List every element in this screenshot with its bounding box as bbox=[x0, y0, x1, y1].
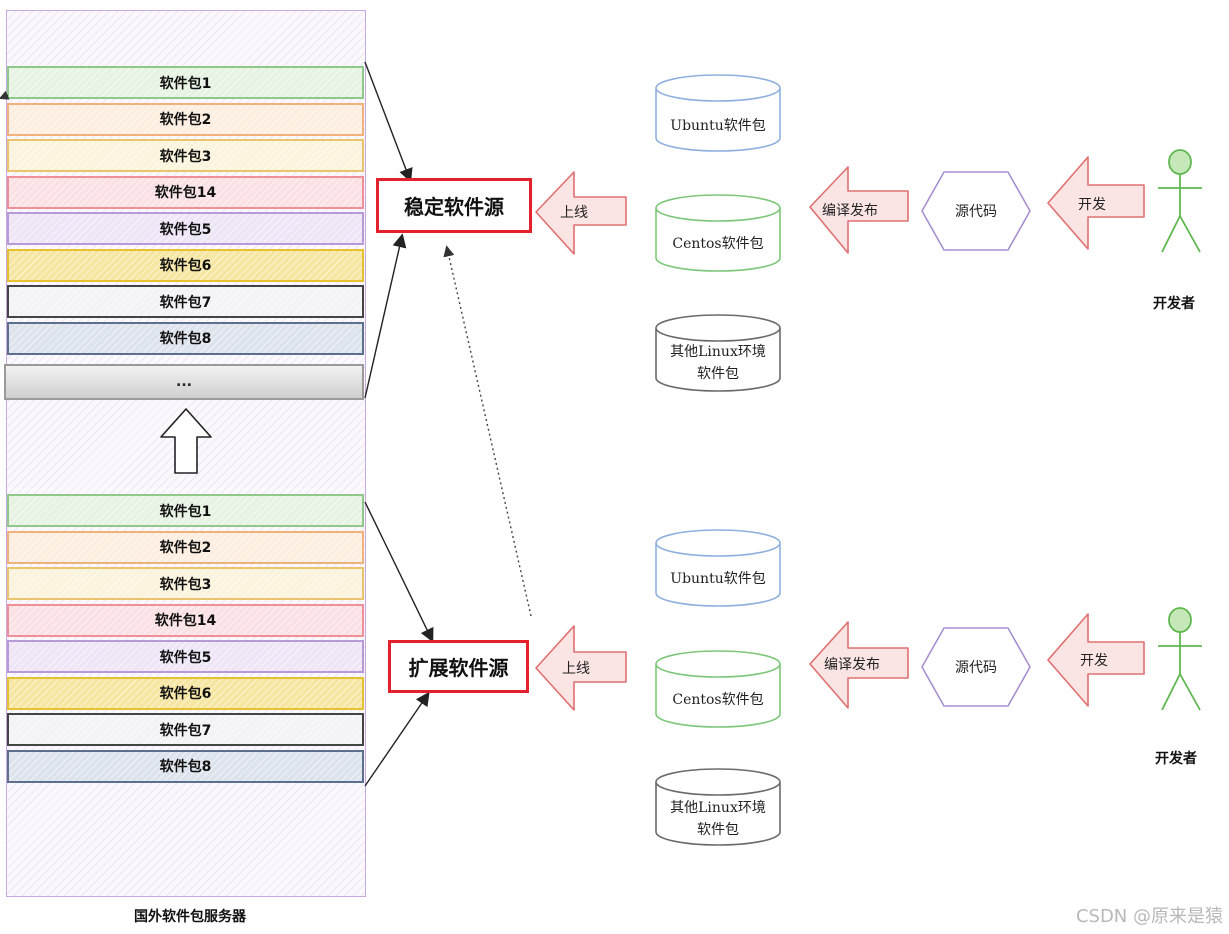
develop-label-top: 开发 bbox=[1078, 197, 1106, 213]
package-label: 软件包6 bbox=[159, 258, 212, 274]
other-linux-label-bottom-1: 其他Linux环境 bbox=[670, 800, 766, 816]
package-label: 软件包8 bbox=[159, 759, 212, 775]
package-label: 软件包14 bbox=[154, 185, 217, 201]
package-label: 软件包8 bbox=[159, 331, 212, 347]
package-label: 软件包5 bbox=[159, 221, 212, 238]
publish-label-top: 上线 bbox=[560, 205, 588, 221]
more-packages: ... bbox=[4, 364, 364, 400]
stable-source-box: 稳定软件源 bbox=[376, 178, 532, 233]
package-label: 软件包1 bbox=[159, 75, 212, 92]
other-linux-label-bottom-2: 软件包 bbox=[697, 822, 739, 838]
develop-arrow-top bbox=[1047, 156, 1145, 250]
source-code-hex-bottom bbox=[921, 627, 1031, 707]
package-item: 软件包7 bbox=[7, 285, 364, 318]
server-title: 国外软件包服务器 bbox=[134, 909, 246, 925]
ubuntu-package-cylinder-top: Ubuntu软件包 bbox=[652, 72, 784, 154]
package-label: 软件包7 bbox=[159, 294, 212, 311]
package-item: 软件包3 bbox=[7, 139, 364, 172]
extended-source-box: 扩展软件源 bbox=[388, 640, 529, 693]
publish-arrow-top bbox=[535, 171, 627, 255]
compile-arrow-top bbox=[809, 166, 909, 254]
package-label: 软件包1 bbox=[159, 503, 212, 520]
other-linux-cylinder-bottom: 其他Linux环境 软件包 bbox=[652, 766, 784, 848]
other-linux-cylinder-top: 其他Linux环境 软件包 bbox=[652, 312, 784, 394]
stable-source-label: 稳定软件源 bbox=[404, 195, 504, 219]
package-label: 软件包6 bbox=[159, 686, 212, 702]
source-code-hex-top bbox=[921, 171, 1031, 251]
package-item: 软件包3 bbox=[7, 567, 364, 600]
package-label: 软件包3 bbox=[159, 576, 212, 593]
up-arrow-icon bbox=[160, 408, 212, 474]
other-linux-label-top-2: 软件包 bbox=[697, 366, 739, 382]
centos-package-cylinder-top: Centos软件包 bbox=[652, 192, 784, 274]
package-item: 软件包8 bbox=[7, 749, 364, 783]
package-label: 软件包2 bbox=[159, 112, 212, 128]
package-item: 软件包2 bbox=[7, 102, 364, 136]
package-label: 软件包14 bbox=[154, 613, 217, 629]
package-label: 软件包7 bbox=[159, 722, 212, 739]
package-item: 软件包1 bbox=[7, 66, 364, 99]
source-code-label-top: 源代码 bbox=[955, 204, 997, 220]
watermark: CSDN @原来是猿 bbox=[1075, 906, 1223, 927]
package-label: 软件包3 bbox=[159, 148, 212, 165]
package-item: 软件包8 bbox=[7, 321, 364, 355]
ubuntu-package-cylinder-bottom: Ubuntu软件包 bbox=[652, 527, 784, 609]
package-label: 软件包2 bbox=[159, 540, 212, 556]
developer-label-bottom: 开发者 bbox=[1155, 751, 1197, 767]
ubuntu-label-top: Ubuntu软件包 bbox=[670, 118, 766, 134]
developer-label-top: 开发者 bbox=[1153, 296, 1195, 312]
source-code-label-bottom: 源代码 bbox=[955, 660, 997, 676]
package-item: 软件包7 bbox=[7, 713, 364, 746]
extended-source-label: 扩展软件源 bbox=[408, 656, 509, 680]
package-item: 软件包14 bbox=[7, 603, 364, 637]
develop-label-bottom: 开发 bbox=[1080, 653, 1108, 669]
publish-label-bottom: 上线 bbox=[562, 661, 590, 677]
developer-icon-bottom bbox=[1158, 607, 1202, 711]
centos-label-bottom: Centos软件包 bbox=[672, 692, 764, 708]
package-item: 软件包6 bbox=[7, 676, 364, 710]
package-item: 软件包5 bbox=[7, 212, 364, 245]
develop-arrow-bottom bbox=[1047, 613, 1145, 707]
package-item: 软件包6 bbox=[7, 248, 364, 282]
compile-label-bottom: 编译发布 bbox=[824, 657, 880, 673]
package-item: 软件包1 bbox=[7, 494, 364, 527]
package-item: 软件包2 bbox=[7, 530, 364, 564]
other-linux-label-top-1: 其他Linux环境 bbox=[670, 344, 766, 360]
publish-arrow-bottom bbox=[535, 625, 627, 711]
centos-package-cylinder-bottom: Centos软件包 bbox=[652, 648, 784, 730]
compile-label-top: 编译发布 bbox=[822, 203, 878, 219]
package-item: 软件包14 bbox=[7, 175, 364, 209]
ubuntu-label-bottom: Ubuntu软件包 bbox=[670, 571, 766, 587]
centos-label-top: Centos软件包 bbox=[672, 236, 764, 252]
developer-icon-top bbox=[1158, 149, 1202, 253]
package-item: 软件包5 bbox=[7, 640, 364, 673]
package-label: 软件包5 bbox=[159, 649, 212, 666]
compile-arrow-bottom bbox=[809, 621, 909, 709]
